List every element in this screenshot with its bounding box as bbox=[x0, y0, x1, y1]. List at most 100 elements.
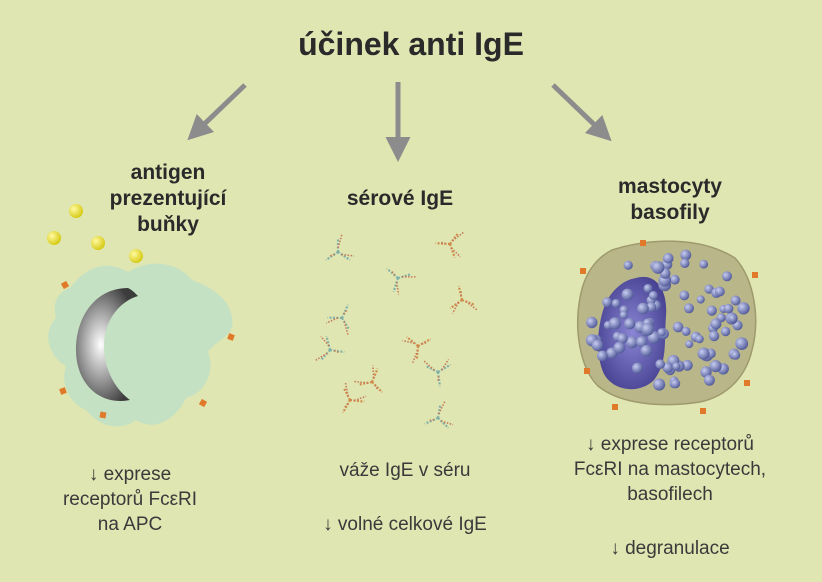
title-apc: antigen prezentující buňky bbox=[78, 160, 258, 238]
granule bbox=[662, 362, 674, 374]
granule bbox=[597, 350, 608, 362]
granule bbox=[731, 350, 741, 360]
granule bbox=[684, 303, 694, 314]
diagram-title: účinek anti IgE bbox=[298, 26, 524, 62]
granule bbox=[680, 258, 690, 268]
granule bbox=[621, 288, 634, 301]
caption-mast-line1: ↓ exprese receptorů bbox=[586, 434, 754, 455]
granule bbox=[681, 326, 691, 336]
caption-serum-2: ↓ volné celkové IgE bbox=[280, 512, 530, 537]
granule bbox=[737, 302, 750, 315]
granule bbox=[637, 302, 649, 315]
ige-molecule bbox=[424, 400, 454, 429]
caption-serum: váže IgE v séru bbox=[290, 458, 520, 483]
granule bbox=[681, 359, 693, 371]
granule bbox=[625, 336, 638, 349]
granule bbox=[722, 271, 732, 282]
granule bbox=[672, 362, 681, 371]
granule bbox=[704, 284, 714, 294]
granule bbox=[723, 303, 734, 314]
granule bbox=[696, 295, 705, 304]
title-mast-basophils: mastocyty basofily bbox=[580, 174, 760, 226]
granule bbox=[651, 261, 665, 274]
granule bbox=[720, 326, 731, 337]
granule bbox=[663, 252, 674, 264]
antigen-presenting-cell bbox=[47, 204, 235, 427]
granule bbox=[646, 302, 657, 313]
granule bbox=[591, 339, 604, 352]
granule bbox=[699, 259, 709, 269]
granule bbox=[632, 362, 643, 374]
granule bbox=[679, 290, 690, 301]
granule bbox=[708, 330, 720, 342]
granule bbox=[730, 295, 741, 306]
granule bbox=[670, 378, 681, 389]
title-serum-ige: sérové IgE bbox=[310, 186, 490, 212]
title-apc-line3: buňky bbox=[137, 213, 199, 236]
title-mast-line1: mastocyty bbox=[618, 175, 722, 198]
ige-molecule bbox=[449, 285, 478, 314]
ige-molecule bbox=[386, 267, 417, 295]
granule bbox=[655, 359, 665, 370]
granule bbox=[709, 360, 722, 373]
granule bbox=[706, 305, 717, 316]
granule bbox=[735, 337, 749, 350]
granule bbox=[703, 374, 715, 386]
granule bbox=[623, 260, 633, 270]
granule bbox=[611, 299, 621, 308]
granule bbox=[680, 249, 692, 261]
granule bbox=[586, 316, 598, 329]
granule bbox=[613, 341, 626, 354]
apc-receptors bbox=[59, 280, 235, 419]
granule bbox=[617, 333, 628, 344]
ige-molecule bbox=[341, 381, 367, 414]
granule bbox=[648, 291, 658, 300]
granule bbox=[643, 284, 653, 293]
antigen-particles bbox=[47, 204, 143, 263]
granule bbox=[624, 318, 636, 330]
arrow-left bbox=[187, 83, 247, 141]
apc-nucleus bbox=[76, 288, 138, 401]
caption-mast-2: ↓ degranulace bbox=[560, 536, 780, 561]
caption-apc-line1: ↓ exprese bbox=[88, 464, 172, 485]
mast-cell bbox=[577, 240, 758, 414]
mast-granules bbox=[585, 249, 750, 391]
title-apc-line2: prezentující bbox=[109, 187, 227, 210]
ige-molecule bbox=[423, 358, 452, 387]
arrow-right bbox=[551, 83, 612, 142]
ige-molecule bbox=[325, 304, 351, 336]
granule bbox=[672, 321, 684, 333]
granule bbox=[608, 317, 622, 330]
mast-receptors bbox=[580, 240, 758, 414]
granule bbox=[657, 328, 666, 337]
ige-molecule bbox=[314, 335, 345, 362]
ige-molecule bbox=[435, 231, 465, 258]
caption-apc-line2: receptorů FcεRI bbox=[62, 489, 198, 510]
caption-mast-line3: basofilech bbox=[627, 484, 713, 505]
granule bbox=[710, 318, 722, 330]
caption-serum2-line1: ↓ volné celkové IgE bbox=[323, 514, 487, 535]
serum-ige-molecules bbox=[314, 231, 478, 429]
granule bbox=[641, 322, 654, 336]
granule bbox=[697, 347, 710, 360]
caption-serum-line1: váže IgE v séru bbox=[339, 460, 471, 481]
ige-molecule bbox=[325, 233, 355, 261]
ige-molecule bbox=[353, 365, 383, 394]
granule bbox=[695, 334, 704, 344]
granule bbox=[640, 344, 653, 357]
caption-mast2-line1: ↓ degranulace bbox=[610, 538, 730, 559]
title-apc-line1: antigen bbox=[130, 161, 206, 184]
granule bbox=[653, 378, 666, 391]
caption-apc-line3: na APC bbox=[97, 514, 163, 535]
title-serum-line1: sérové IgE bbox=[346, 187, 454, 210]
title-mast-line2: basofily bbox=[630, 201, 710, 224]
granule bbox=[728, 314, 738, 323]
granule bbox=[619, 310, 628, 320]
granule bbox=[669, 274, 680, 285]
granule bbox=[685, 340, 694, 349]
ige-molecule bbox=[402, 336, 432, 364]
granule bbox=[636, 336, 648, 348]
caption-mast: ↓ exprese receptorů FcεRI na mastocytech… bbox=[550, 432, 790, 507]
